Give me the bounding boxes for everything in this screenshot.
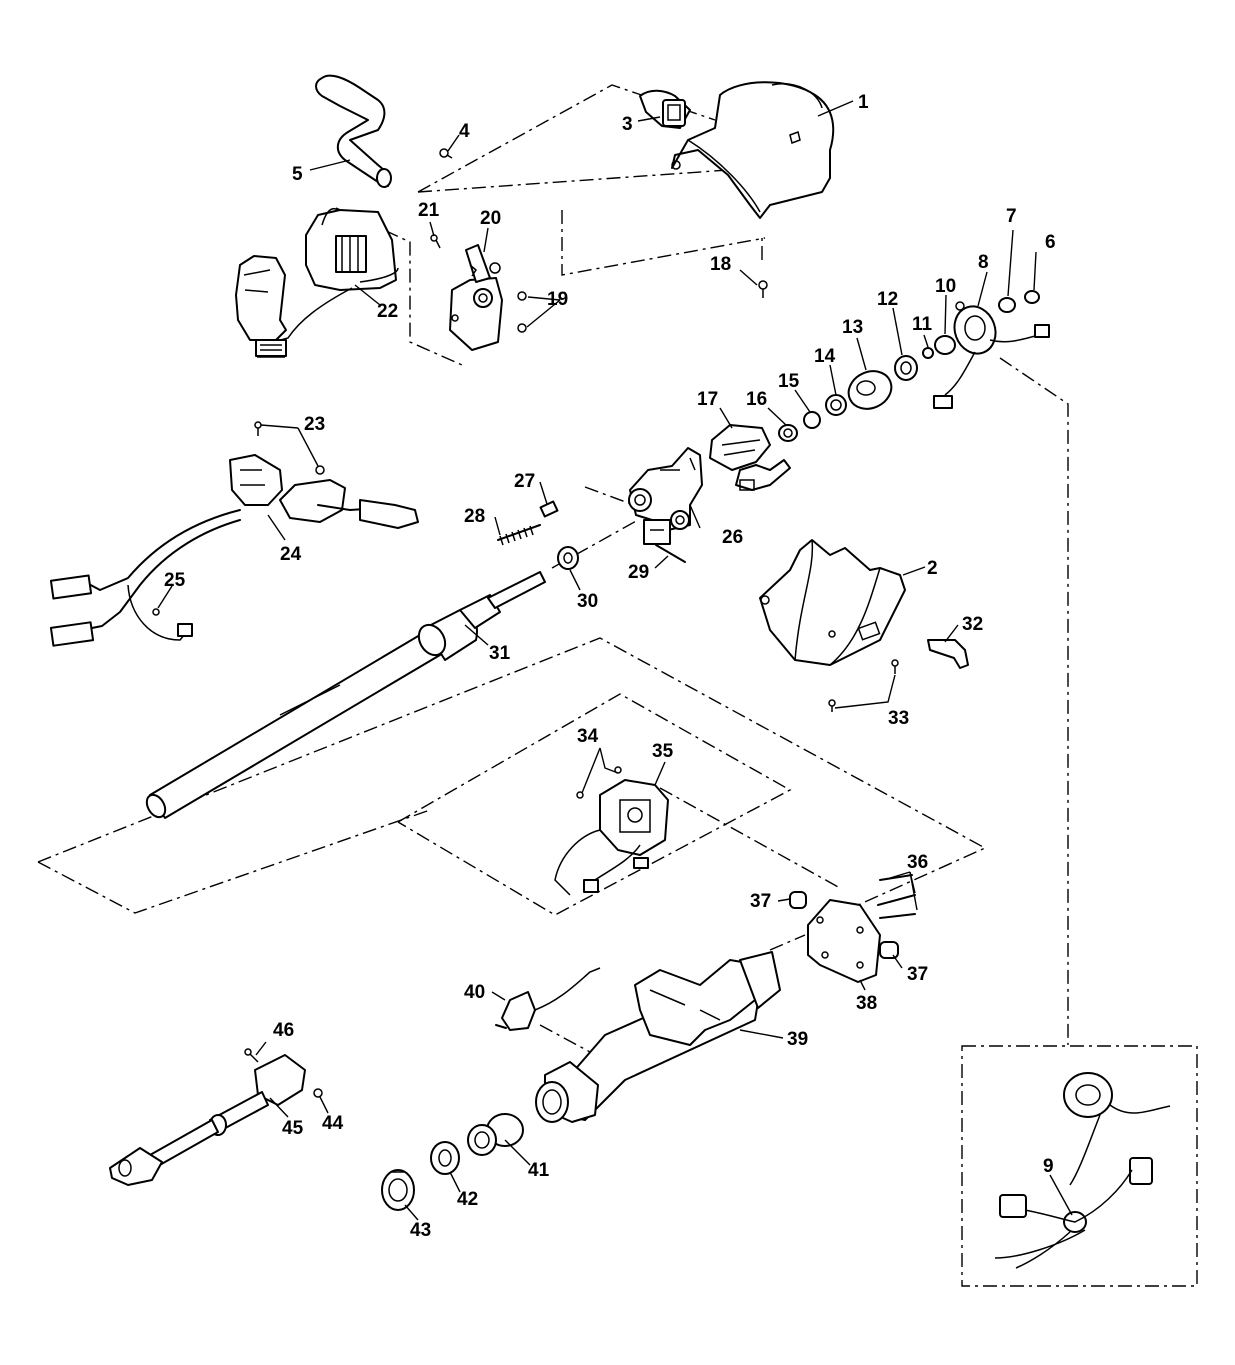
callout-19: 19: [547, 289, 568, 310]
callout-27: 27: [514, 471, 535, 492]
callout-30: 30: [577, 591, 598, 612]
callout-20: 20: [480, 208, 501, 229]
part-connector-40: [495, 967, 601, 1031]
part-housing-26: [628, 447, 703, 545]
callout-1: 1: [858, 92, 869, 113]
callout-34: 34: [577, 726, 599, 747]
part-tilt-lever-knob: [639, 89, 691, 129]
callout-22: 22: [377, 301, 398, 322]
part-intermediate-shaft-45: [109, 1048, 323, 1186]
callout-14: 14: [814, 346, 836, 367]
callout-25: 25: [164, 570, 186, 591]
callout-31: 31: [489, 643, 511, 664]
callout-35: 35: [652, 741, 674, 762]
part-lower-column-cover: [759, 539, 906, 666]
part-upper-column-cover: [671, 81, 835, 219]
callout-8: 8: [978, 252, 989, 273]
part-switch-assembly-24: [49, 255, 419, 647]
part-mounting-bracket-38: [789, 874, 916, 983]
callout-15: 15: [778, 371, 800, 392]
part-pinion-45: [994, 1072, 1171, 1269]
part-turn-signal-lever: [315, 74, 392, 188]
callout-5: 5: [292, 164, 303, 185]
part-seal-43: [381, 1169, 415, 1211]
callout-37-upper: 37: [750, 891, 771, 912]
callout-21: 21: [418, 200, 440, 221]
part-bearing-41: [467, 1113, 524, 1156]
callout-38: 38: [856, 993, 877, 1014]
callout-43: 43: [410, 1220, 431, 1241]
callout-13: 13: [842, 317, 863, 338]
callout-6: 6: [1045, 232, 1056, 253]
callout-44: 44: [322, 1113, 344, 1134]
part-column-jacket-39: [535, 951, 781, 1123]
part-screws-33: [828, 659, 899, 712]
callout-45: 45: [282, 1118, 304, 1139]
callout-41: 41: [528, 1160, 550, 1181]
dashed-group-lines: [37, 84, 1198, 1287]
callout-18: 18: [710, 254, 731, 275]
callout-10: 10: [935, 276, 956, 297]
callout-29: 29: [628, 562, 649, 583]
callout-26: 26: [722, 527, 743, 548]
callout-17: 17: [697, 389, 718, 410]
callout-3: 3: [622, 114, 633, 135]
callout-32: 32: [962, 614, 983, 635]
callout-28: 28: [464, 506, 485, 527]
callout-12: 12: [877, 289, 898, 310]
callout-4: 4: [459, 121, 470, 142]
callout-24: 24: [280, 544, 302, 565]
part-lock-plate-stack: [778, 290, 1050, 442]
part-bearing-30: [557, 546, 579, 570]
callout-46: 46: [273, 1020, 294, 1041]
part-ignition-lock-housing: [430, 234, 527, 351]
callout-37-lower: 37: [907, 964, 928, 985]
callout-36: 36: [907, 852, 928, 873]
callout-33: 33: [888, 708, 909, 729]
part-switch-35: [554, 766, 669, 896]
callout-42: 42: [457, 1189, 478, 1210]
part-clip-32: [927, 639, 969, 669]
leader-lines: [157, 100, 1073, 1221]
callout-16: 16: [746, 389, 767, 410]
callout-40: 40: [464, 982, 485, 1003]
part-bearing-42: [430, 1141, 460, 1175]
callout-7: 7: [1006, 206, 1017, 227]
callout-23: 23: [304, 414, 325, 435]
callout-labels: 1 2 3 4 5 6 7 8 9 10 11 12 13 14 15 16 1…: [164, 92, 1056, 1241]
part-housing-17: [709, 424, 791, 491]
callout-39: 39: [787, 1029, 808, 1050]
part-pins-27-28-29: [497, 500, 686, 563]
part-ignition-switch: [255, 208, 399, 358]
callout-11: 11: [912, 314, 933, 335]
part-steering-shaft-31: [145, 571, 546, 819]
callout-9: 9: [1043, 1156, 1054, 1177]
callout-2: 2: [927, 558, 938, 579]
part-screws-4-18: [439, 148, 768, 298]
